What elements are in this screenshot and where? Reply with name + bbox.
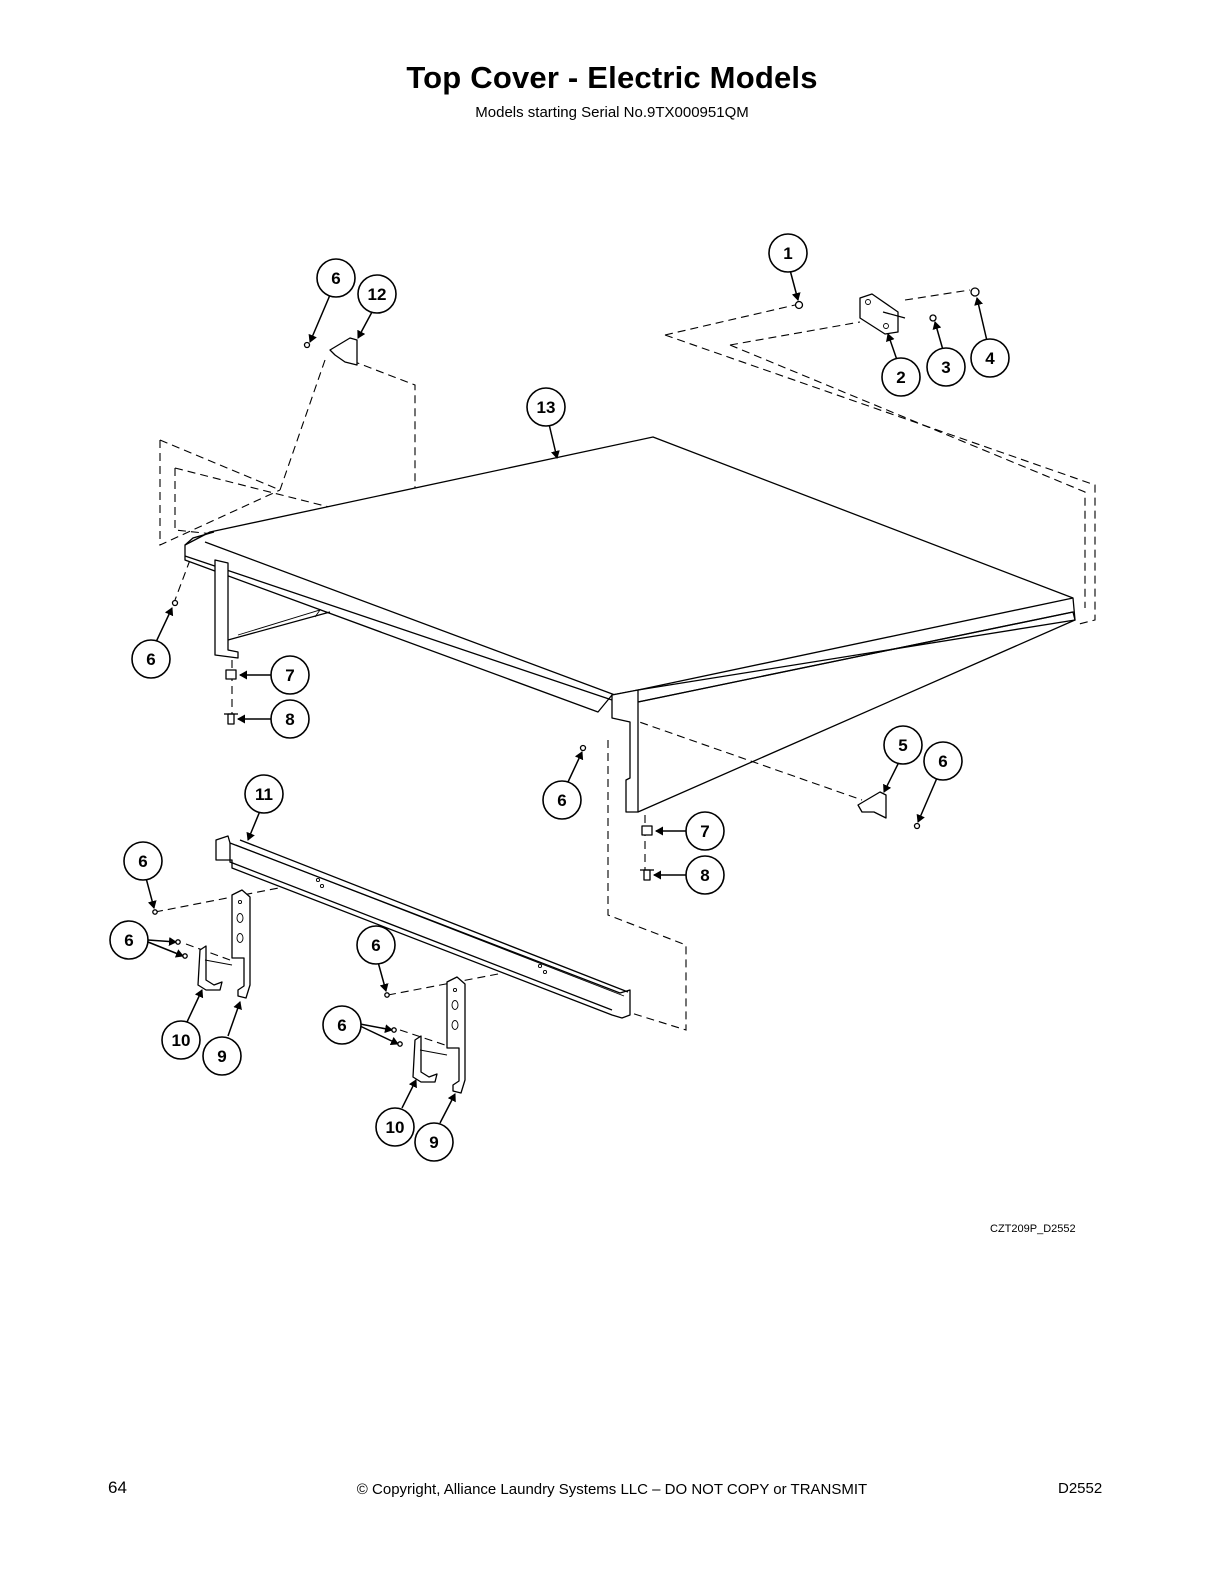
callout-1: 1 <box>768 233 808 273</box>
callout-label: 6 <box>138 852 147 871</box>
callout-9: 9 <box>414 1122 454 1162</box>
callout-circle <box>270 699 310 739</box>
callout-2: 2 <box>881 357 921 397</box>
callout-6: 6 <box>123 841 163 881</box>
callout-label: 6 <box>938 752 947 771</box>
nut-icon <box>970 287 980 297</box>
callout-circle <box>881 357 921 397</box>
document-id: D2552 <box>1058 1480 1103 1497</box>
callout-circle <box>322 1005 362 1045</box>
callout-circle <box>357 274 397 314</box>
callout-label: 12 <box>368 285 387 304</box>
callout-6: 6 <box>109 920 149 960</box>
callout-circle <box>970 338 1010 378</box>
callout-7: 7 <box>270 655 310 695</box>
fasteners <box>171 599 654 881</box>
callout-label: 6 <box>371 936 380 955</box>
callout-6: 6 <box>322 1005 362 1045</box>
callout-7: 7 <box>685 811 725 851</box>
callout-6: 6 <box>131 639 171 679</box>
callout-label: 7 <box>285 666 294 685</box>
front-bracket-right <box>857 791 921 830</box>
callout-circle <box>202 1036 242 1076</box>
callout-circle <box>270 655 310 695</box>
callout-9: 9 <box>202 1036 242 1076</box>
top-cover-panel <box>184 436 1076 813</box>
callout-circle <box>109 920 149 960</box>
callout-10: 10 <box>375 1107 415 1147</box>
dashed-assembly-lines <box>154 289 1096 1046</box>
callout-label: 3 <box>941 358 950 377</box>
callout-6: 6 <box>356 925 396 965</box>
callout-8: 8 <box>685 855 725 895</box>
callout-8: 8 <box>270 699 310 739</box>
callout-circle <box>542 780 582 820</box>
callout-circle <box>883 725 923 765</box>
page-subtitle: Models starting Serial No.9TX000951QM <box>475 104 749 121</box>
callout-4: 4 <box>970 338 1010 378</box>
callout-circle <box>526 387 566 427</box>
callout-3: 3 <box>926 347 966 387</box>
callout-label: 1 <box>783 244 792 263</box>
callout-label: 4 <box>985 349 995 368</box>
callout-label: 10 <box>386 1118 405 1137</box>
callout-11: 11 <box>244 774 284 814</box>
callout-label: 6 <box>124 931 133 950</box>
rear-bracket-left <box>303 337 358 366</box>
callout-circle <box>768 233 808 273</box>
callout-circle <box>926 347 966 387</box>
callout-circle <box>356 925 396 965</box>
callout-13: 13 <box>526 387 566 427</box>
callout-label: 13 <box>537 398 556 417</box>
callout-circle <box>131 639 171 679</box>
callout-label: 9 <box>429 1133 438 1152</box>
page-title: Top Cover - Electric Models <box>406 60 818 95</box>
leg-bracket-right <box>384 976 466 1094</box>
callout-circle <box>375 1107 415 1147</box>
page-number: 64 <box>108 1478 127 1497</box>
callout-5: 5 <box>883 725 923 765</box>
callout-6: 6 <box>316 258 356 298</box>
front-rail <box>215 835 631 1019</box>
callout-circle <box>923 741 963 781</box>
callout-label: 9 <box>217 1047 226 1066</box>
callout-circle <box>316 258 356 298</box>
leg-bracket-left <box>152 889 251 999</box>
callout-label: 8 <box>285 710 294 729</box>
hinge-assembly <box>794 287 980 335</box>
washer-icon <box>929 314 937 322</box>
callout-label: 6 <box>331 269 340 288</box>
callout-circle <box>685 855 725 895</box>
callout-10: 10 <box>161 1020 201 1060</box>
callout-6: 6 <box>923 741 963 781</box>
callout-label: 2 <box>896 368 905 387</box>
callout-label: 8 <box>700 866 709 885</box>
callout-circle <box>161 1020 201 1060</box>
callout-label: 6 <box>337 1016 346 1035</box>
callout-12: 12 <box>357 274 397 314</box>
callout-label: 6 <box>557 791 566 810</box>
callout-label: 11 <box>255 785 273 804</box>
callout-label: 6 <box>146 650 155 669</box>
callout-circle <box>244 774 284 814</box>
callout-6: 6 <box>542 780 582 820</box>
screw-icon <box>794 300 804 310</box>
leader-arrows <box>145 269 988 1124</box>
callout-circle <box>123 841 163 881</box>
copyright-notice: © Copyright, Alliance Laundry Systems LL… <box>356 1481 868 1498</box>
callout-label: 10 <box>172 1031 191 1050</box>
callout-label: 7 <box>700 822 709 841</box>
callout-circle <box>685 811 725 851</box>
callout-circle <box>414 1122 454 1162</box>
drawing-id: CZT209P_D2552 <box>990 1223 1076 1235</box>
callout-label: 5 <box>898 736 907 755</box>
